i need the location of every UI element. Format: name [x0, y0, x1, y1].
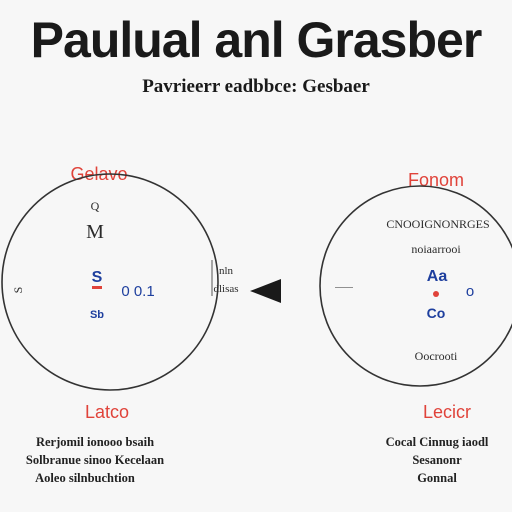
right-heading: Fonom [408, 170, 464, 190]
left-caption-line: Aoleo silnbuchtion [35, 471, 135, 485]
right-center-label: Aa [427, 268, 448, 285]
left-inner-side: S [11, 287, 25, 294]
left-caption-line: Rerjomil ionooo bsaih [36, 435, 154, 449]
left-center-value: 0 0.1 [121, 283, 154, 300]
right-inner-side: ⎯⎯⎯⎯ [335, 282, 354, 292]
right-panel: Fonom CNOOIGNONRGES noiaarrooi Aa o Co O… [319, 170, 512, 387]
right-caption-line: Gonnal [417, 471, 457, 485]
left-caption-heading: Latco [85, 402, 129, 422]
right-caption-line: Cocal Cinnug iaodl [386, 435, 489, 449]
left-inner-lower: Sb [90, 309, 104, 321]
left-panel: Gelavo Q M S S 0 0.1 Sb [1, 164, 219, 391]
left-circle [1, 173, 219, 391]
middle-label-bottom: dlisas [213, 283, 238, 295]
left-center-label: S [92, 269, 103, 286]
right-inner-lower: Co [427, 305, 446, 321]
right-center-dot [433, 291, 439, 297]
left-caption-line: Solbranue sinoo Kecelaan [26, 453, 164, 467]
arrow-left-icon [250, 279, 281, 303]
page-subtitle: Pavrieerr eadbbce: Gesbaer [142, 76, 370, 97]
right-caption: Lecicr Cocal Cinnug iaodl Sesanonr Gonna… [386, 402, 489, 485]
middle-label-top: nln [219, 265, 234, 277]
right-circle [319, 185, 512, 387]
right-inner-header: CNOOIGNONRGES [386, 217, 489, 231]
left-caption: Latco Rerjomil ionooo bsaih Solbranue si… [26, 402, 164, 485]
left-inner-top-small: Q [91, 199, 100, 213]
right-caption-heading: Lecicr [423, 402, 471, 422]
right-caption-line: Sesanonr [412, 453, 462, 467]
middle-connector: nln dlisas [211, 260, 281, 303]
right-inner-bottom: Oocrooti [415, 349, 458, 363]
right-center-value: o [466, 283, 474, 300]
left-center-marker [92, 286, 102, 289]
page-title: Paulual anl Grasber [31, 12, 482, 68]
left-inner-top-large: M [86, 221, 104, 243]
right-inner-sub: noiaarrooi [411, 242, 461, 256]
